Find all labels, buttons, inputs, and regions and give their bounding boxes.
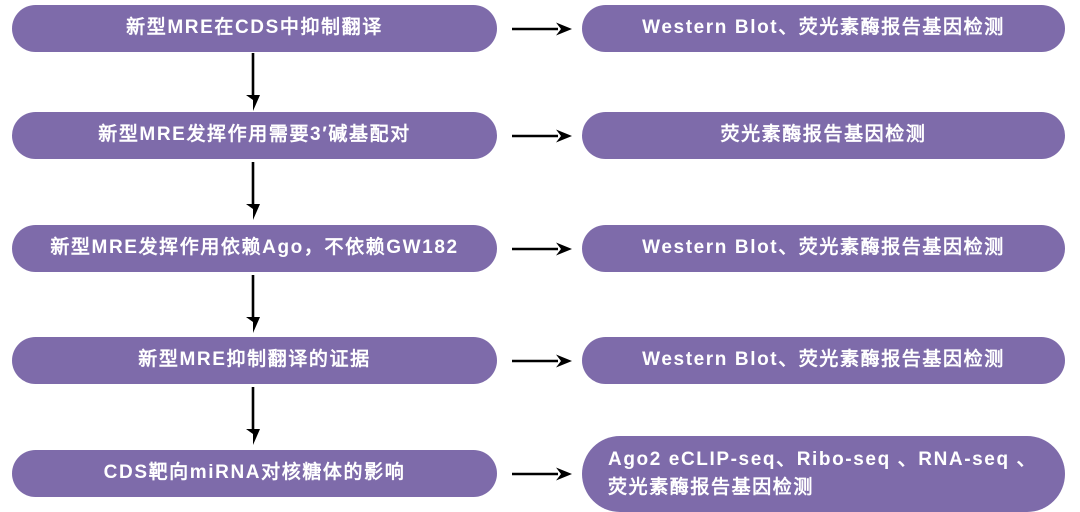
arrow-right-icon-1 [512, 21, 572, 37]
arrow-down-icon-3 [243, 275, 263, 333]
arrow-right-icon-4 [512, 353, 572, 369]
arrow-down-icon-4 [243, 387, 263, 445]
topic-node-1: 新型MRE在CDS中抑制翻译 [12, 5, 497, 52]
topic-node-5: CDS靶向miRNA对核糖体的影响 [12, 450, 497, 497]
method-node-1: Western Blot、荧光素酶报告基因检测 [582, 5, 1065, 52]
arrow-down-icon-1 [243, 53, 263, 111]
topic-node-3: 新型MRE发挥作用依赖Ago，不依赖GW182 [12, 225, 497, 272]
arrow-right-icon-5 [512, 466, 572, 482]
method-node-3: Western Blot、荧光素酶报告基因检测 [582, 225, 1065, 272]
topic-node-4: 新型MRE抑制翻译的证据 [12, 337, 497, 384]
arrow-right-icon-3 [512, 241, 572, 257]
method-node-5: Ago2 eCLIP-seq、Ribo-seq 、RNA-seq 、荧光素酶报告… [582, 436, 1065, 512]
topic-node-2: 新型MRE发挥作用需要3′碱基配对 [12, 112, 497, 159]
method-node-4: Western Blot、荧光素酶报告基因检测 [582, 337, 1065, 384]
arrow-down-icon-2 [243, 162, 263, 220]
arrow-right-icon-2 [512, 128, 572, 144]
method-node-2: 荧光素酶报告基因检测 [582, 112, 1065, 159]
